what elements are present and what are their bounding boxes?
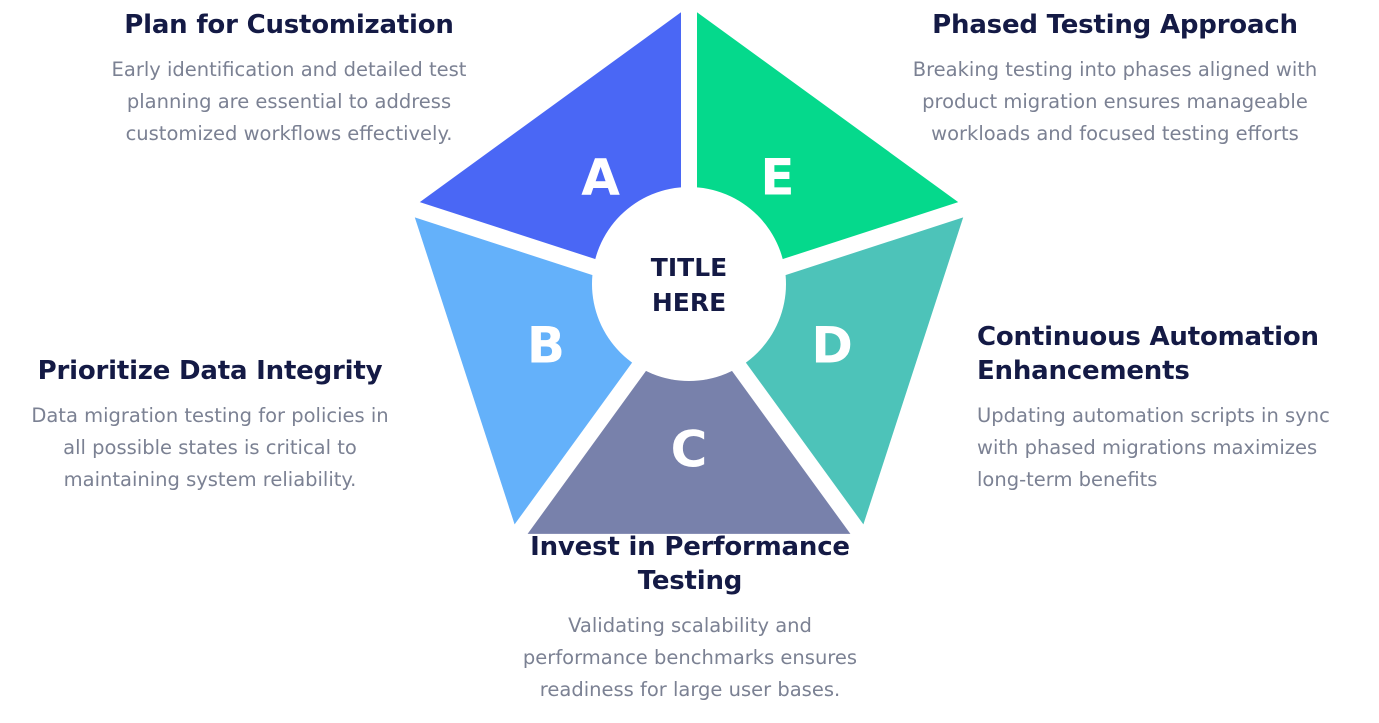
block-e-heading: Phased Testing Approach [932, 10, 1298, 40]
block-c-body-line: performance benchmarks ensures [522, 646, 858, 669]
block-a-body: Early identification and detailed test p… [0, 54, 578, 150]
block-a-heading: Plan for Customization [124, 10, 454, 40]
segment-letter-c: C [671, 421, 708, 479]
block-a-body-line: customized workflows effectively. [125, 122, 453, 145]
segment-e [697, 12, 959, 287]
block-b: Prioritize Data Integrity Data migration… [0, 354, 420, 496]
center-title-line2: HERE [652, 288, 726, 317]
block-d-body-line: long-term benefits [977, 468, 1158, 491]
block-d-body-line: Updating automation scripts in sync [977, 404, 1330, 427]
block-c-body: Validating scalability and performance b… [480, 610, 900, 706]
center-circle [592, 187, 786, 381]
block-a-body-line: planning are essential to address [126, 90, 452, 113]
block-b-body: Data migration testing for policies in a… [0, 400, 420, 496]
block-d: Continuous Automation Enhancements Updat… [977, 320, 1369, 496]
segment-letter-d: D [811, 317, 853, 375]
block-c-body-line: readiness for large user bases. [539, 678, 841, 701]
block-e: Phased Testing Approach Breaking testing… [855, 8, 1375, 150]
block-b-body-line: all possible states is critical to [63, 436, 357, 459]
block-d-heading-line: Continuous Automation [977, 322, 1319, 352]
block-c-heading-line: Invest in Performance [530, 532, 850, 562]
block-d-body: Updating automation scripts in sync with… [977, 400, 1369, 496]
block-e-body: Breaking testing into phases aligned wit… [855, 54, 1375, 150]
segment-letter-a: A [581, 148, 620, 206]
block-c-heading: Invest in Performance Testing [480, 530, 900, 598]
segment-letter-e: E [760, 148, 794, 206]
block-a-body-line: Early identification and detailed test [111, 58, 467, 81]
block-d-heading: Continuous Automation Enhancements [977, 320, 1369, 388]
block-c: Invest in Performance Testing Validating… [480, 530, 900, 706]
block-b-body-line: Data migration testing for policies in [31, 404, 389, 427]
segment-c [527, 311, 851, 534]
block-b-body-line: maintaining system reliability. [63, 468, 357, 491]
segment-a [419, 12, 681, 287]
block-c-body-line: Validating scalability and [568, 614, 812, 637]
block-d-body-line: with phased migrations maximizes [977, 436, 1318, 459]
block-e-body-line: Breaking testing into phases aligned wit… [912, 58, 1318, 81]
block-e-body-line: product migration ensures manageable [922, 90, 1308, 113]
block-d-heading-line: Enhancements [977, 356, 1190, 386]
block-a: Plan for Customization Early identificat… [0, 8, 578, 150]
block-c-heading-line: Testing [637, 566, 743, 596]
segment-letter-b: B [527, 317, 565, 375]
block-b-heading: Prioritize Data Integrity [37, 356, 383, 386]
center-title-line1: TITLE [651, 253, 727, 282]
block-e-body-line: workloads and focused testing efforts [931, 122, 1299, 145]
